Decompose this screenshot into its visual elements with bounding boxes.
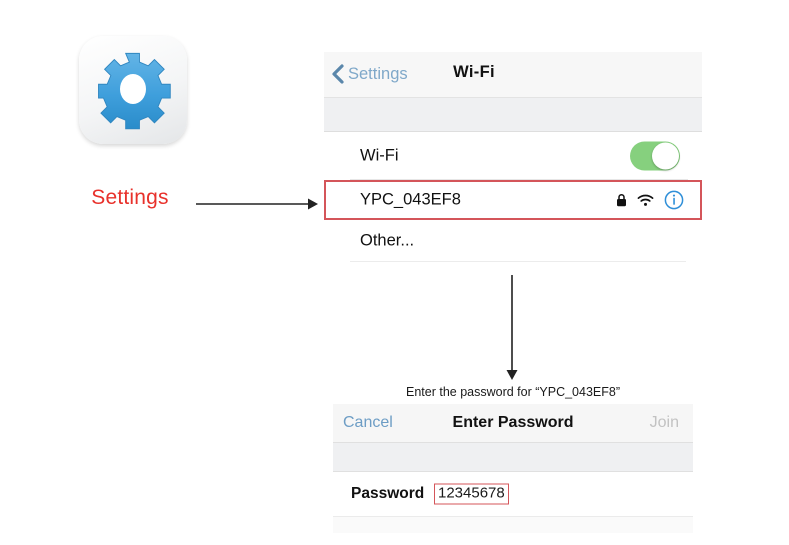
password-field-row[interactable]: Password 12345678 [333,472,693,517]
app-icon-background [79,36,187,144]
password-dialog-title: Enter Password [452,414,574,431]
arrow-down-icon [506,268,518,380]
dialog-bottom-spacer [333,517,693,533]
join-button[interactable]: Join [649,414,679,431]
lock-icon [617,193,626,207]
back-button-label: Settings [348,64,408,83]
network-status-icons [616,190,684,210]
panel-title: Wi-Fi [453,63,495,81]
password-dialog-toolbar: Cancel Enter Password Join [333,404,693,443]
section-gap [324,98,702,132]
cancel-button[interactable]: Cancel [343,414,393,431]
wifi-toggle-row[interactable]: Wi-Fi [324,132,702,180]
info-circle-icon[interactable] [664,190,684,210]
back-to-settings-button[interactable]: Settings [331,63,408,85]
section-gap [333,443,693,472]
navigation-bar: Settings Wi-Fi [324,52,702,98]
chevron-left-icon [332,64,344,84]
wifi-row-label: Wi-Fi [360,146,399,165]
settings-app-icon-tile[interactable] [79,36,187,144]
wifi-signal-icon [637,194,654,206]
row-divider [350,261,686,262]
network-ssid-label: YPC_043EF8 [360,190,461,209]
toggle-knob [652,142,679,170]
settings-gear-icon [98,52,171,130]
wifi-settings-panel: Settings Wi-Fi Wi-Fi YPC_043EF8 [324,52,702,275]
other-row-label: Other... [360,231,415,250]
password-prompt-text: Enter the password for “YPC_043EF8” [333,380,693,404]
settings-caption-label: Settings [91,186,169,209]
enter-password-dialog: Enter the password for “YPC_043EF8” Canc… [333,380,693,533]
other-network-row[interactable]: Other... [324,220,702,262]
arrow-right-icon [196,198,318,210]
password-field-label: Password [351,485,425,502]
password-input[interactable]: 12345678 [434,483,509,505]
wifi-toggle-switch[interactable] [630,141,680,171]
network-row-ypc[interactable]: YPC_043EF8 [324,180,702,220]
row-divider [350,179,688,180]
